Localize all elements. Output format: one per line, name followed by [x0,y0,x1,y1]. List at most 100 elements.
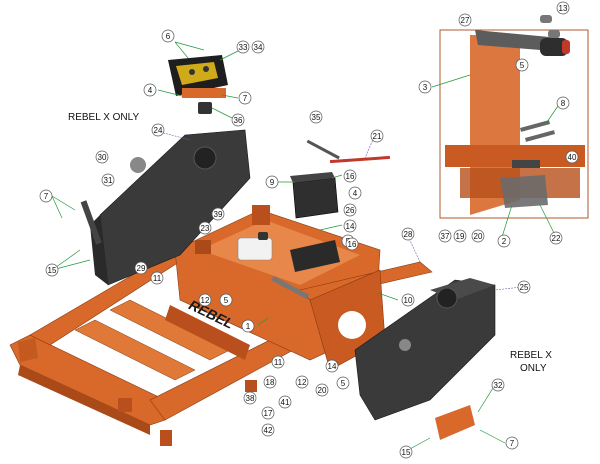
callout-32: 32 [491,378,505,392]
callout-6: 6 [161,29,175,43]
svg-text:26: 26 [346,206,355,215]
leader-24 [159,131,191,141]
callout-15-right: 15 [399,445,413,459]
svg-text:22: 22 [552,234,561,243]
svg-text:15: 15 [48,266,57,275]
svg-text:1: 1 [246,322,251,331]
svg-text:7: 7 [44,192,49,201]
svg-text:11: 11 [274,358,283,367]
leader-36 [211,107,233,119]
callout-29: 29 [134,261,148,275]
leader-3 [431,74,471,88]
main-frame: REBEL [9,209,433,446]
callout-36: 36 [231,113,245,127]
svg-text:20: 20 [318,386,327,395]
leader-4a [157,89,183,97]
callout-21: 21 [370,129,384,143]
callout-11b: 11 [271,355,285,369]
leader-14 [319,224,343,231]
callout-25: 25 [517,280,531,294]
right-tank [354,278,496,440]
battery-tray [290,240,340,272]
leader-25 [494,286,523,291]
leader-15c [407,437,431,451]
callout-18: 18 [263,375,277,389]
callout-5b: 5 [219,293,233,307]
callout-11a: 11 [150,271,164,285]
leader-7b [51,195,63,219]
svg-text:7: 7 [510,439,515,448]
callout-23: 23 [198,221,212,235]
svg-text:42: 42 [264,426,273,435]
svg-text:4: 4 [353,189,358,198]
callout-12a: 12 [198,293,212,307]
callout-26: 26 [343,203,357,217]
reservoir [237,237,273,261]
left-tank [80,129,251,286]
mount-bracket [252,205,270,225]
right-tank-plate [435,405,475,440]
svg-text:29: 29 [137,264,146,273]
inset-spacer-a [540,15,552,23]
svg-text:39: 39 [214,210,223,219]
key-switch [198,102,212,114]
inset-grip-tip [562,40,570,54]
callout-20-inset: 20 [471,229,485,243]
svg-text:9: 9 [270,178,275,187]
callout-24: 24 [151,123,165,137]
svg-text:38: 38 [246,394,255,403]
left-tank-strap [80,200,102,245]
callout-3: 3 [418,80,432,94]
center-components [195,139,390,300]
leader-2 [501,204,513,238]
leader-6 [174,41,189,59]
svg-text:14: 14 [346,222,355,231]
svg-text:25: 25 [520,283,529,292]
callout-16a: 16 [343,169,357,183]
callout-17: 17 [261,406,275,420]
svg-text:12: 12 [298,378,307,387]
callout-30: 30 [95,150,109,164]
svg-text:5: 5 [341,379,346,388]
cable-red [329,155,390,164]
front-rail-shadow [18,365,150,435]
callout-7-top: 7 [238,91,252,105]
svg-text:17: 17 [264,409,273,418]
note-left: REBEL X ONLY [68,112,139,123]
svg-text:20: 20 [474,232,483,241]
lower-bracket [245,380,257,392]
svg-text:18: 18 [266,378,275,387]
control-panel [168,55,228,114]
battery-top [290,172,335,183]
svg-text:5: 5 [520,61,525,70]
inset-bolt-a [519,120,551,132]
callout-10: 10 [401,293,415,307]
brand-bar [165,305,250,360]
svg-text:16: 16 [346,172,355,181]
inset-mechanism [500,175,548,208]
svg-text:21: 21 [373,132,382,141]
callout-41: 41 [278,395,292,409]
callout-7-right: 7 [505,436,519,450]
callout-19: 19 [453,229,467,243]
svg-text:4: 4 [148,86,153,95]
cross-member-1 [74,319,196,381]
note-right-line1: REBEL X [510,350,552,361]
callout-35: 35 [309,110,323,124]
front-foot-right [160,430,172,446]
callout-16c: 16 [345,237,359,251]
control-panel-base [182,88,226,98]
callout-5-inset: 5 [515,58,529,72]
svg-text:6: 6 [166,32,171,41]
svg-text:30: 30 [98,153,107,162]
leader-7c [51,195,76,211]
leader-7a [221,94,239,99]
callout-7-left: 7 [39,189,53,203]
callout-20: 20 [315,383,329,397]
left-tank-cap [193,146,217,170]
leader-8 [544,102,561,126]
inset-frame-bar [445,145,585,167]
callout-31: 31 [101,173,115,187]
svg-text:12: 12 [201,296,210,305]
callout-37: 37 [438,229,452,243]
